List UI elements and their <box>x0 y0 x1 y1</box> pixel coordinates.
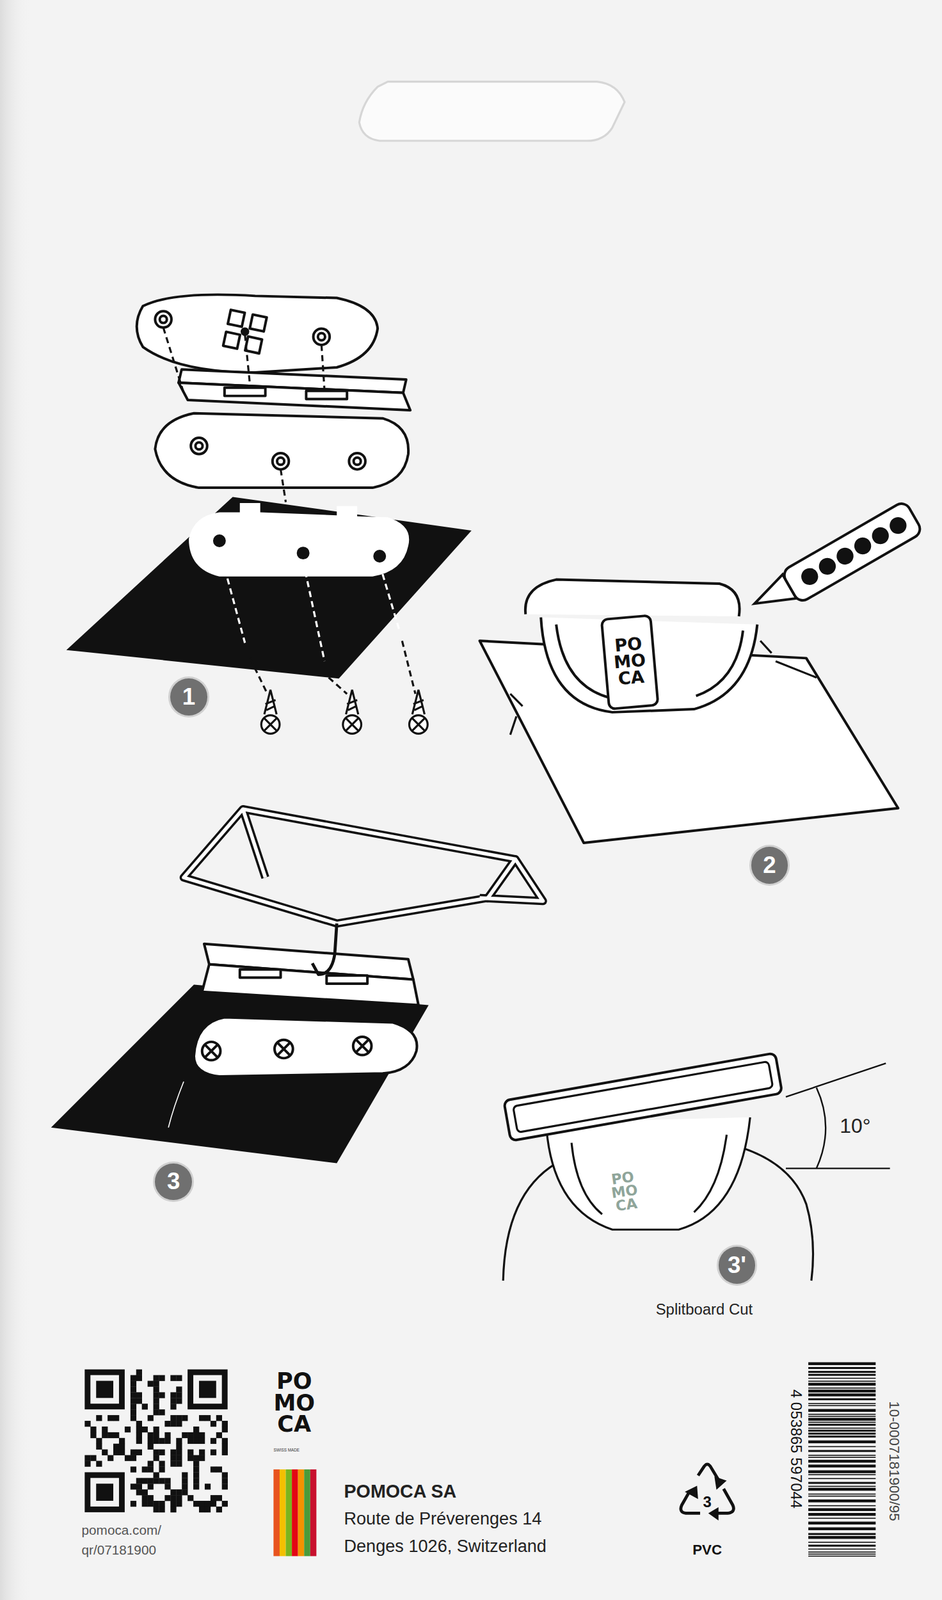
address-line: Denges 1026, Switzerland <box>343 1536 546 1556</box>
callout-number: 1 <box>170 678 207 715</box>
caption-label: Splitboard Cut <box>655 1300 754 1318</box>
recycling-code: 3 <box>703 1493 712 1511</box>
callout-number: 3 <box>154 1163 192 1200</box>
barcode <box>808 1362 876 1557</box>
barcode-digits: 4 053865 597044 <box>787 1389 805 1509</box>
article-number: 10-0007181900/95 <box>886 1400 903 1521</box>
callout-text: 3 <box>167 1167 180 1195</box>
callout-number: 2 <box>751 846 788 884</box>
brand-label: PO MO CA <box>608 1169 641 1214</box>
material-label: PVC <box>692 1542 722 1559</box>
angle-label: 10° <box>839 1115 871 1138</box>
url-label: qr/07181900 <box>81 1542 157 1558</box>
logo-subtext: SWISS MADE <box>273 1447 300 1453</box>
callout-text: 2 <box>762 851 776 879</box>
company-name: POMOCA SA <box>343 1481 457 1502</box>
callout-text: 1 <box>182 683 196 711</box>
address-line: Route de Préverenges 14 <box>343 1508 542 1529</box>
qr-code <box>84 1369 228 1513</box>
callout-text: 3' <box>727 1251 747 1279</box>
url-label: pomoca.com/ <box>81 1523 162 1538</box>
callout-number: 3' <box>718 1246 756 1284</box>
brand-label: PO MO CA <box>611 634 649 687</box>
brand-logo: PO MO CA <box>273 1370 315 1435</box>
